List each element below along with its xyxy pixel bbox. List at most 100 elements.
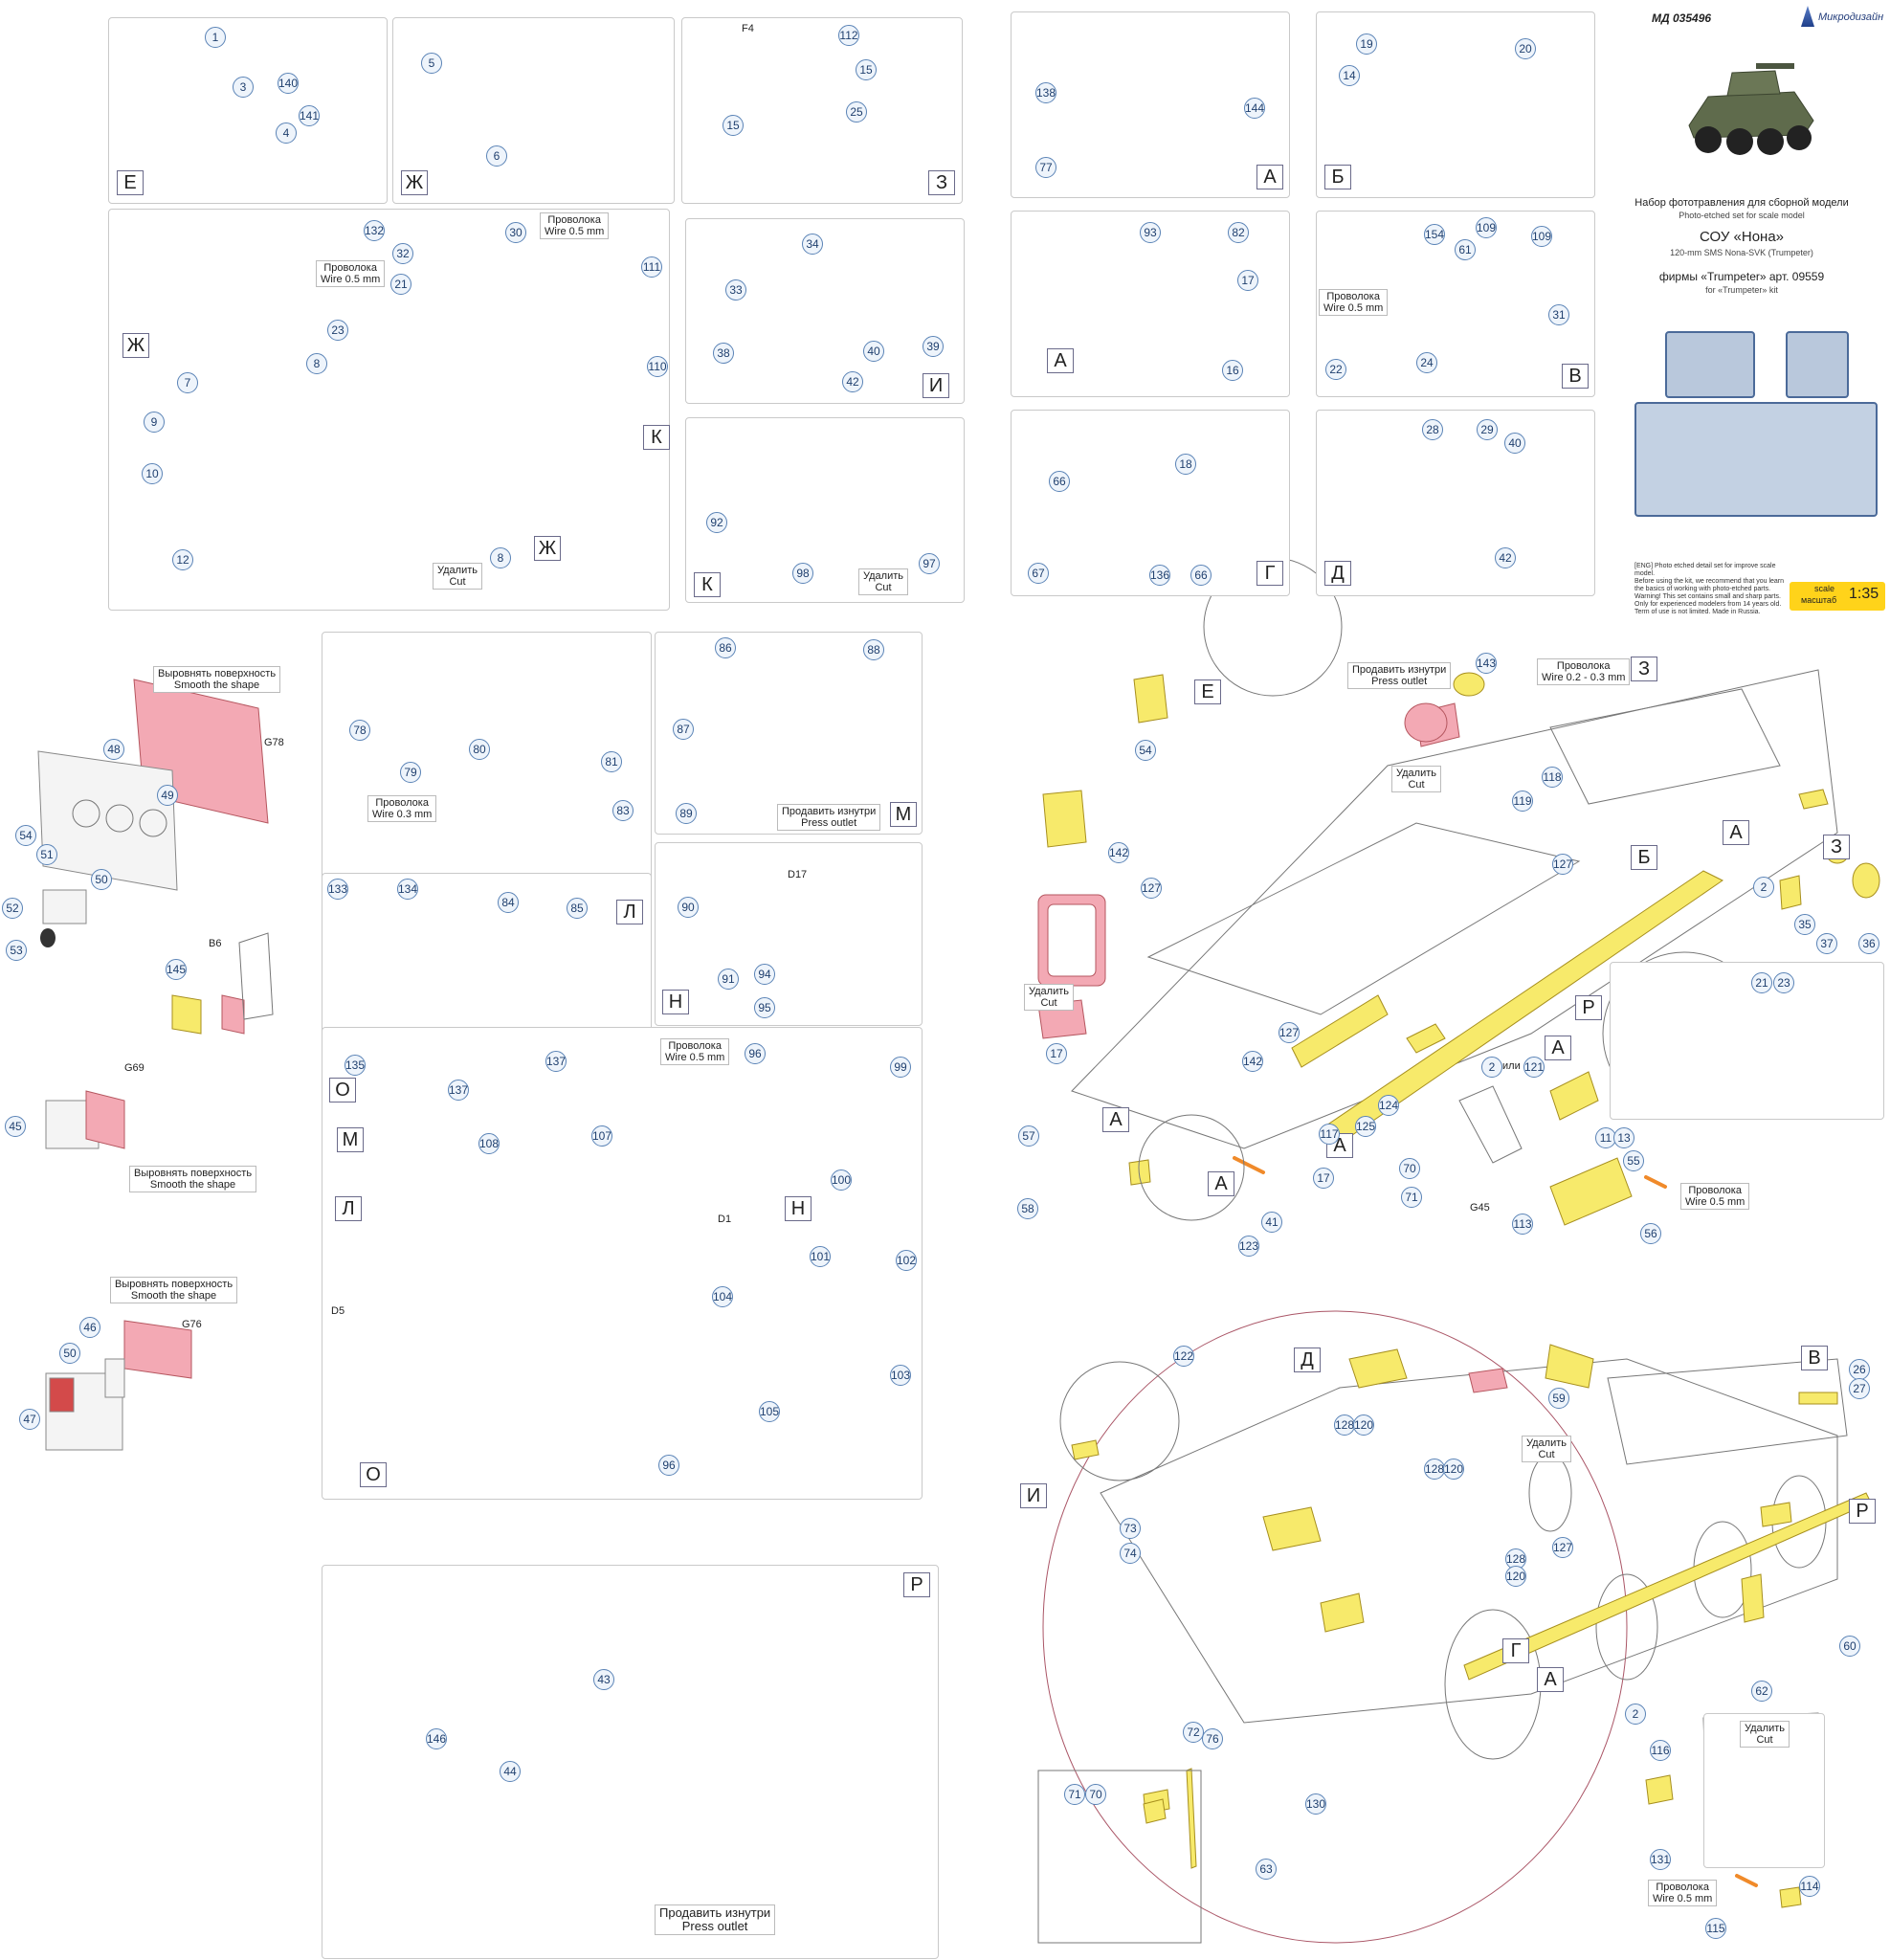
panel-label-b2: Б (1631, 845, 1657, 870)
panel-label-o2: О (360, 1462, 387, 1487)
part-callout: 130 (1305, 1793, 1326, 1815)
part-callout: 50 (59, 1343, 80, 1364)
panel-label-z: З (928, 170, 955, 195)
part-callout: 131 (1650, 1849, 1671, 1870)
kit-ref: G78 (264, 737, 284, 748)
part-callout: 21 (390, 274, 411, 295)
kit-ref: D1 (718, 1214, 732, 1225)
part-callout: 72 (1183, 1722, 1204, 1743)
part-callout: 143 (1476, 653, 1497, 674)
panel-label-z2: З (1631, 657, 1657, 681)
part-callout: 22 (1325, 359, 1346, 380)
part-callout: 112 (838, 25, 859, 46)
panel-label-zh2: Ж (122, 333, 149, 358)
part-callout: 55 (1623, 1150, 1644, 1171)
fret-preview-large (1634, 402, 1878, 517)
part-callout: 144 (1244, 98, 1265, 119)
panel-label-n2: Н (785, 1196, 812, 1221)
part-callout: 29 (1477, 419, 1498, 440)
part-callout: 44 (500, 1761, 521, 1782)
part-callout: 9 (144, 412, 165, 433)
part-callout: 59 (1548, 1388, 1569, 1409)
panel-label-a7: А (1208, 1171, 1234, 1196)
part-callout: 50 (91, 869, 112, 890)
part-callout: 132 (364, 220, 385, 241)
panel-label-d2: Д (1294, 1348, 1321, 1372)
part-callout: 85 (567, 898, 588, 919)
part-callout: 138 (1035, 82, 1056, 103)
part-callout: 48 (103, 739, 124, 760)
part-callout: 27 (1849, 1378, 1870, 1399)
part-callout: 154 (1424, 224, 1445, 245)
header: МД 035496 Микродизайн Набор фототравлени… (1598, 6, 1885, 618)
part-callout: 107 (591, 1125, 612, 1147)
part-callout: 133 (327, 879, 348, 900)
panel-label-z3: З (1823, 835, 1850, 859)
title-en: Photo-etched set for scale model (1679, 211, 1805, 220)
part-callout: 26 (1849, 1359, 1870, 1380)
panel-label-e2: Е (1194, 679, 1221, 704)
part-callout: 37 (1816, 933, 1837, 954)
panel-label-i: И (923, 373, 949, 398)
part-callout: 127 (1552, 1537, 1573, 1558)
part-callout: 74 (1120, 1543, 1141, 1564)
panel-label-k: К (643, 425, 670, 450)
part-callout: 21 (1751, 972, 1772, 993)
part-callout: 13 (1613, 1127, 1634, 1148)
part-callout: 145 (166, 959, 187, 980)
part-callout: 70 (1085, 1784, 1106, 1805)
part-callout: 81 (601, 751, 622, 772)
part-callout: 11 (1595, 1127, 1616, 1148)
part-callout: 39 (923, 336, 944, 357)
part-callout: 66 (1049, 471, 1070, 492)
part-callout: 96 (745, 1043, 766, 1064)
panel-label-m2: М (337, 1127, 364, 1152)
panel-k2 (685, 417, 965, 603)
panel-label-g2: Г (1502, 1638, 1529, 1663)
panel-label-o: О (329, 1078, 356, 1102)
part-callout: 110 (647, 356, 668, 377)
part-callout: 10 (142, 463, 163, 484)
part-callout: 108 (478, 1133, 500, 1154)
panel-label-a4: А (1545, 1036, 1571, 1060)
part-callout: 46 (79, 1317, 100, 1338)
part-callout: 53 (6, 940, 27, 961)
part-callout: 15 (723, 115, 744, 136)
note-line: Only for experienced modelers from 14 ye… (1634, 601, 1782, 608)
part-callout: 120 (1443, 1459, 1464, 1480)
part-callout: 52 (2, 898, 23, 919)
fret-preview-small-1 (1665, 331, 1755, 398)
part-callout: 40 (1504, 433, 1525, 454)
part-callout: 8 (490, 547, 511, 568)
part-callout: 113 (1512, 1214, 1533, 1235)
part-callout: 2 (1625, 1704, 1646, 1725)
part-callout: 122 (1173, 1346, 1194, 1367)
part-callout: 57 (1018, 1125, 1039, 1147)
drawing-dashboards (37, 679, 274, 1451)
part-callout: 7 (177, 372, 198, 393)
part-callout: 79 (400, 762, 421, 783)
panel-label-g: Г (1256, 561, 1283, 586)
part-callout: 137 (545, 1051, 567, 1072)
part-callout: 19 (1356, 33, 1377, 55)
part-callout: 17 (1237, 270, 1258, 291)
part-callout: 121 (1523, 1057, 1545, 1078)
part-callout: 99 (890, 1057, 911, 1078)
vehicle-photo-drawing (1675, 34, 1818, 168)
part-callout: 33 (725, 279, 746, 301)
part-callout: 25 (846, 101, 867, 122)
part-callout: 17 (1313, 1168, 1334, 1189)
part-callout: 2 (1481, 1057, 1502, 1078)
part-callout: 62 (1751, 1681, 1772, 1702)
part-callout: 117 (1319, 1124, 1340, 1145)
panel-label-a5: А (1102, 1107, 1129, 1132)
panel-zh (392, 17, 675, 204)
part-callout: 109 (1531, 226, 1552, 247)
